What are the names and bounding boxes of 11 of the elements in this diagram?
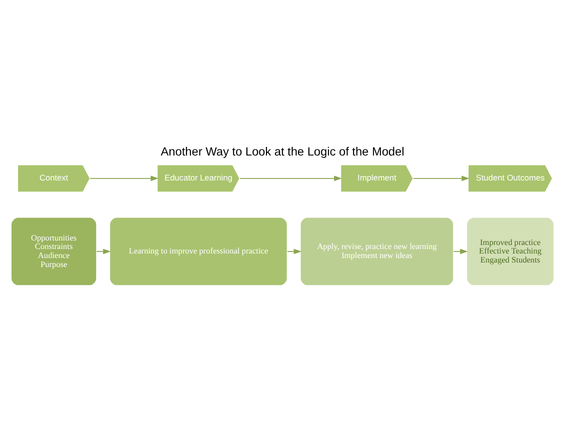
node-box: Apply, revise, practice new learning Implement new ideas (300, 216, 454, 286)
diagram-title: Another Way to Look at the Logic of the Model (160, 144, 404, 158)
arrow (90, 176, 158, 182)
arrow (412, 176, 470, 182)
arrow (96, 248, 111, 254)
node-box: Improved practice Effective Teaching Engaged Students (466, 216, 554, 286)
node-box: Opportunities Constraints Audience Purpose (10, 216, 98, 286)
arrow (453, 248, 468, 254)
arrow (240, 176, 342, 182)
node-box: Learning to improve professional practice (109, 216, 288, 286)
arrow (287, 248, 302, 254)
